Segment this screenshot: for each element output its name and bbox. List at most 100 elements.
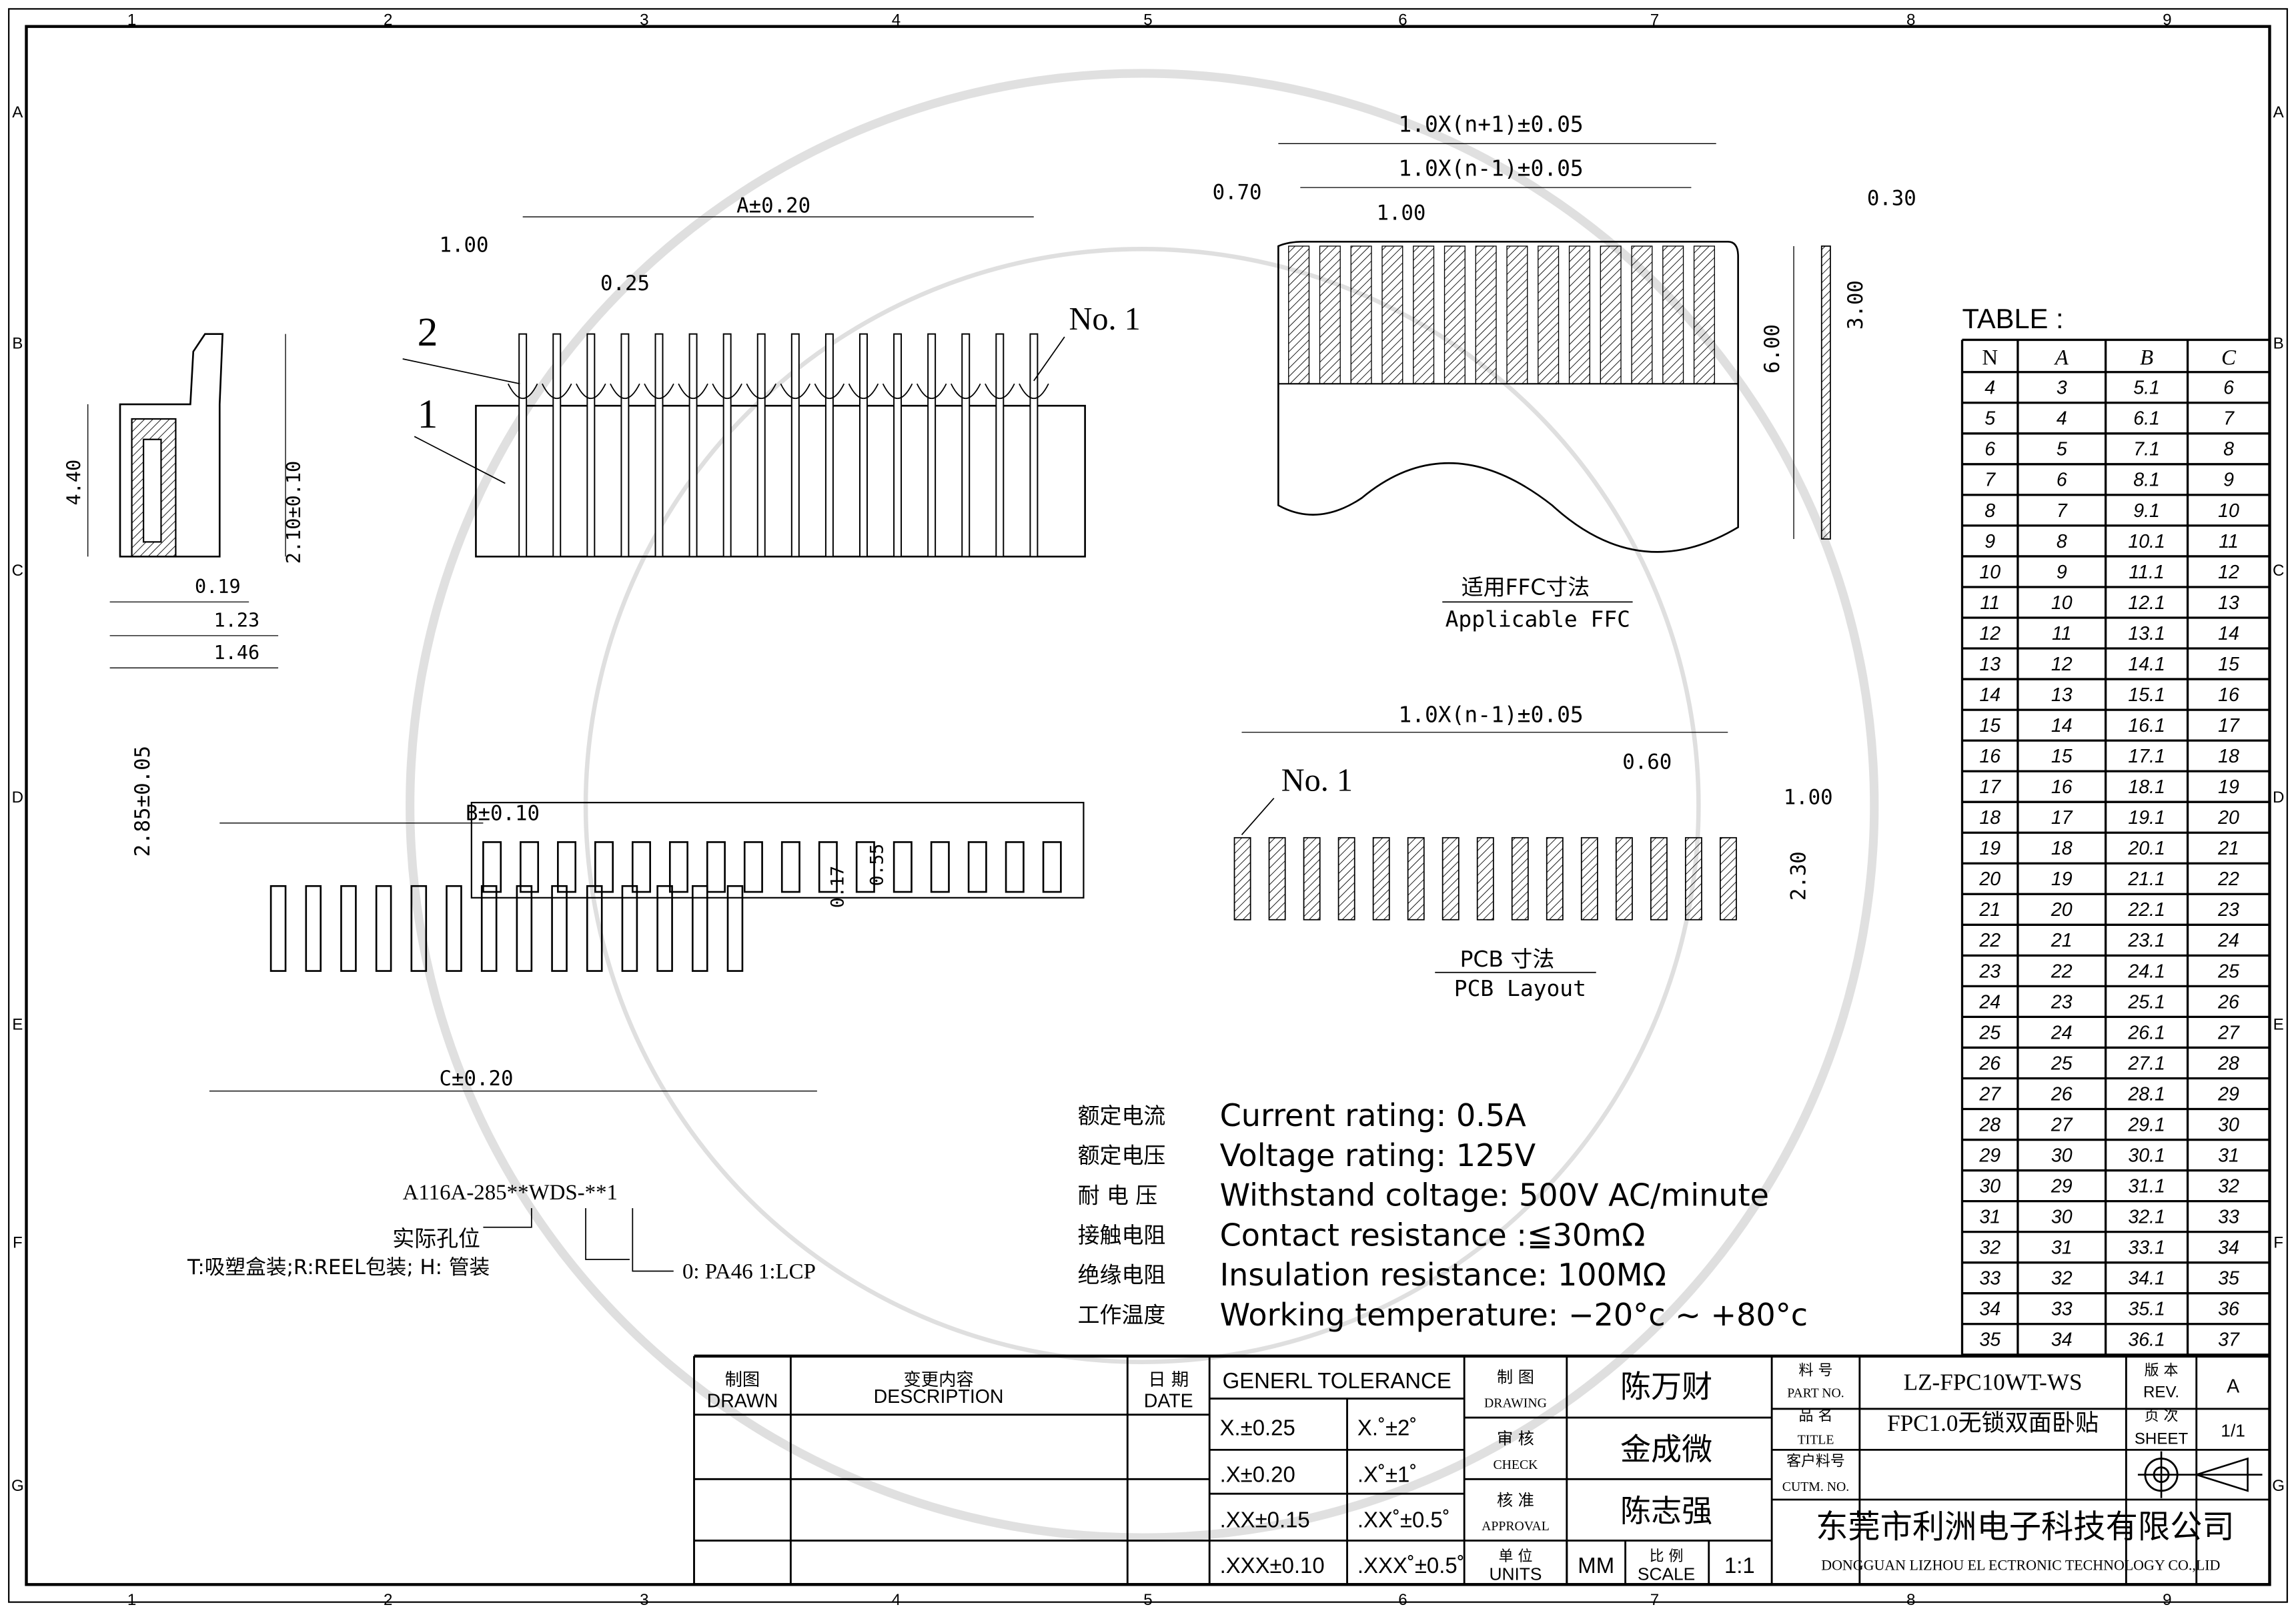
table-cell: 30 xyxy=(2051,1207,2073,1228)
table-cell: 10.1 xyxy=(2128,531,2165,552)
part-no-label: PART NO. xyxy=(1787,1386,1844,1400)
table-cell: 21 xyxy=(1978,899,2000,921)
table-header: N xyxy=(1982,346,1998,370)
table-cell: 13 xyxy=(1979,654,2000,675)
table-cell: 22 xyxy=(2051,961,2073,982)
table-cell: 29 xyxy=(1978,1145,2000,1166)
spec-value: Current rating: 0.5A xyxy=(1220,1097,1527,1133)
table-cell: 15 xyxy=(2218,654,2239,675)
table-cell: 8.1 xyxy=(2133,470,2160,491)
table-title: TABLE : xyxy=(1962,303,2064,334)
table-cell: 28 xyxy=(1978,1114,2000,1135)
grid-column-label: 7 xyxy=(1650,1591,1659,1609)
pcb-pad xyxy=(1511,837,1529,921)
table-cell: 16 xyxy=(2218,684,2239,706)
table-cell: 10 xyxy=(2218,500,2239,522)
dim-ffc-100: 1.00 xyxy=(1376,201,1425,225)
table-cell: 25 xyxy=(1978,1022,2000,1043)
pcb-pad xyxy=(1268,837,1286,921)
bottom-terminal xyxy=(656,885,673,972)
table-cell: 14 xyxy=(1979,684,2000,706)
bottom-terminal xyxy=(269,885,287,972)
table-header: C xyxy=(2221,346,2237,370)
table-cell: 17 xyxy=(2218,715,2240,736)
customer-no-label-cn: 客户料号 xyxy=(1786,1454,1845,1470)
bottom-pad xyxy=(557,841,577,893)
contact-pin xyxy=(586,333,596,558)
table-cell: 23 xyxy=(2051,991,2073,1013)
table-cell: 11 xyxy=(1980,592,2000,614)
pin-contact-arc xyxy=(576,383,606,399)
sheet-label-cn: 页 次 xyxy=(2145,1408,2179,1424)
ffc-caption-cn: 适用FFC寸法 xyxy=(1462,574,1590,600)
bottom-pad xyxy=(855,841,875,893)
bottom-pad xyxy=(482,841,502,893)
spec-label-cn: 额定电压 xyxy=(1078,1143,1166,1169)
tolerance-linear: X.±0.25 xyxy=(1220,1415,1295,1440)
bottom-terminal xyxy=(305,885,322,972)
note-material: 0: PA46 1:LCP xyxy=(682,1260,816,1284)
grid-row-label: D xyxy=(12,788,23,807)
check-label-cn: 审 核 xyxy=(1497,1430,1534,1448)
pin-contact-arc xyxy=(644,383,674,399)
drawing-label: DRAWING xyxy=(1484,1396,1547,1411)
dim-123: 1.23 xyxy=(213,610,259,632)
dim-c: C±0.20 xyxy=(440,1067,514,1091)
table-cell: 26 xyxy=(1978,1053,2000,1074)
table-cell: 36.1 xyxy=(2128,1329,2165,1351)
ffc-conductor xyxy=(1475,245,1497,384)
table-cell: 11.1 xyxy=(2129,562,2164,583)
side-view: 4.40 2.10±0.10 0.19 1.23 1.46 xyxy=(63,333,305,668)
table-cell: 33.1 xyxy=(2128,1237,2165,1259)
bottom-terminal xyxy=(621,885,638,972)
part-code: A116A-285**WDS-**1 xyxy=(403,1181,618,1205)
ffc-conductor xyxy=(1568,245,1590,384)
table-cell: 7 xyxy=(2223,408,2235,430)
date-label: DATE xyxy=(1144,1391,1193,1412)
bottom-terminal xyxy=(691,885,708,972)
dim-ffc-300: 3.00 xyxy=(1844,280,1868,330)
table-cell: 11 xyxy=(2052,623,2072,644)
bottom-terminal xyxy=(340,885,357,972)
ffc-conductor xyxy=(1662,245,1684,384)
table-cell: 31 xyxy=(1979,1207,2000,1228)
table-cell: 8 xyxy=(1984,500,1995,522)
dim-019: 0.19 xyxy=(195,576,241,598)
table-cell: 19 xyxy=(2218,776,2239,798)
note-pack: T:吸塑盒装;R:REEL包装; H: 管装 xyxy=(187,1255,490,1279)
table-cell: 17.1 xyxy=(2128,746,2165,767)
pcb-pad xyxy=(1303,837,1321,921)
watermark-seal xyxy=(406,69,1879,1542)
projection-symbol-icon xyxy=(2137,1451,2263,1498)
bottom-terminal xyxy=(446,885,462,972)
dim-a: A±0.20 xyxy=(736,193,810,217)
contact-pin xyxy=(518,333,528,558)
grid-row-label: C xyxy=(2273,562,2284,580)
grid-column-label: 1 xyxy=(127,11,136,29)
dim-ffc-total: 1.0X(n+1)±0.05 xyxy=(1398,111,1583,137)
contact-pin xyxy=(995,333,1005,558)
drawn-label-cn: 制图 xyxy=(725,1370,760,1390)
drawing-title: FPC1.0无锁双面卧贴 xyxy=(1887,1410,2099,1436)
pcb-caption-cn: PCB 寸法 xyxy=(1460,946,1555,972)
grid-column-label: 3 xyxy=(640,1591,648,1609)
table-cell: 18 xyxy=(2218,746,2239,767)
table-cell: 25 xyxy=(2051,1053,2073,1074)
ffc-conductor xyxy=(1693,245,1715,384)
scale-label: SCALE xyxy=(1638,1564,1695,1584)
pcb-label-no1: No. 1 xyxy=(1281,763,1353,798)
table-cell: 35.1 xyxy=(2128,1299,2165,1320)
table-header: B xyxy=(2140,346,2153,370)
note-holes: 实际孔位 xyxy=(392,1225,480,1251)
grid-column-label: 3 xyxy=(640,11,648,29)
table-cell: 27 xyxy=(2217,1022,2240,1043)
table-cell: 8 xyxy=(2057,531,2067,552)
contact-pin xyxy=(722,333,732,558)
spec-value: Voltage rating: 125V xyxy=(1220,1137,1536,1173)
spec-label-cn: 额定电流 xyxy=(1078,1103,1166,1129)
contact-pin xyxy=(893,333,903,558)
table-cell: 18 xyxy=(2051,838,2073,859)
part-code-legend: A116A-285**WDS-**1 实际孔位 T:吸塑盒装;R:REEL包装;… xyxy=(187,1181,816,1284)
tolerance-angular: .XXX˚±0.5˚ xyxy=(1357,1553,1465,1578)
table-cell: 6 xyxy=(2223,378,2234,399)
